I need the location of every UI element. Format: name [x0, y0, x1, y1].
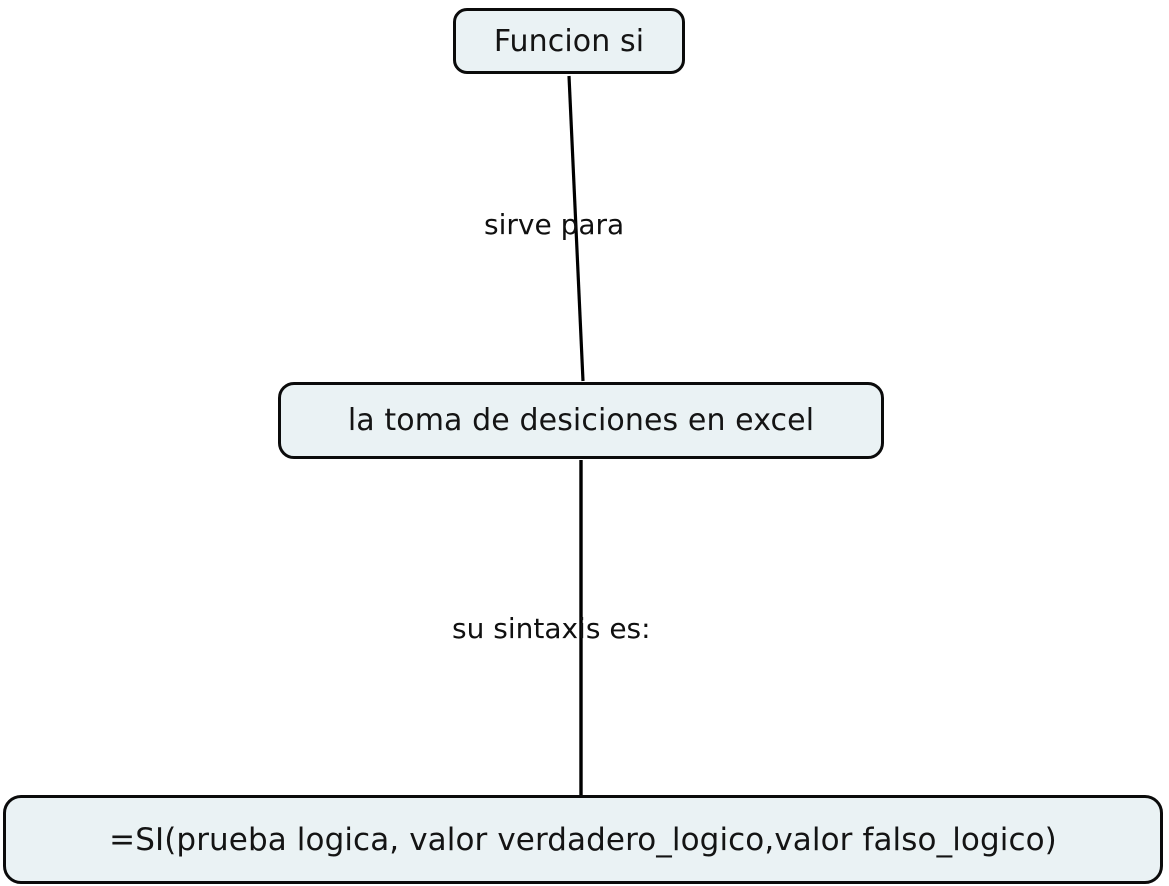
edge-label-su-sintaxis-es: su sintaxis es: — [452, 612, 651, 645]
node-sintaxis-formula-label: =SI(prueba logica, valor verdadero_logic… — [109, 821, 1057, 858]
edge-label-sirve-para: sirve para — [484, 208, 625, 241]
node-sintaxis-formula[interactable]: =SI(prueba logica, valor verdadero_logic… — [3, 795, 1163, 884]
node-funcion-si[interactable]: Funcion si — [453, 8, 685, 74]
node-toma-de-desiciones-en-excel[interactable]: la toma de desiciones en excel — [278, 382, 884, 459]
node-toma-de-desiciones-en-excel-label: la toma de desiciones en excel — [347, 403, 815, 438]
node-funcion-si-label: Funcion si — [493, 23, 645, 59]
